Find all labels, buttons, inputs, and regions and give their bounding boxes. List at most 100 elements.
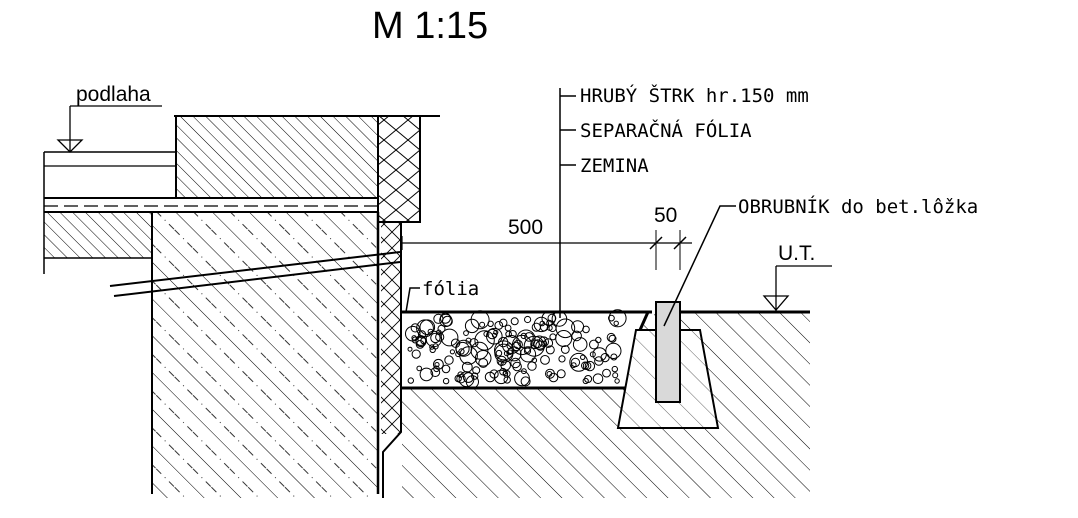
- gravel-stone: [548, 372, 559, 383]
- gravel-stone: [455, 351, 462, 358]
- gravel-stone: [472, 366, 481, 375]
- gravel-stone: [569, 352, 589, 372]
- gravel-stone: [508, 330, 517, 338]
- gravel-stone: [411, 349, 421, 359]
- gravel-stone: [584, 375, 593, 383]
- gravel-stone: [411, 335, 417, 341]
- gravel-stone: [494, 321, 504, 330]
- gravel-stone: [487, 320, 494, 327]
- label-curb: OBRUBNÍK do bet.lôžka: [738, 195, 978, 218]
- gravel-stone: [454, 374, 462, 383]
- curb-leader: OBRUBNÍK do bet.lôžka: [663, 195, 978, 327]
- gravel-stone: [541, 340, 548, 347]
- gravel-stone: [430, 332, 441, 344]
- gravel-stone: [547, 313, 557, 323]
- gravel-stone: [498, 360, 504, 366]
- gravel-stone: [608, 309, 627, 328]
- gravel-stone: [524, 332, 534, 342]
- gravel-stone: [520, 332, 527, 340]
- gravel-stone: [560, 345, 570, 354]
- gravel-stone: [430, 367, 441, 378]
- gravel-stone: [498, 336, 509, 348]
- gravel-stone: [570, 362, 577, 369]
- foil-line: [109, 251, 401, 297]
- gravel-stone: [545, 345, 555, 355]
- gravel-stone: [491, 332, 497, 338]
- gravel-stone: [433, 313, 444, 324]
- gravel-stone: [611, 365, 618, 373]
- floor-level-marker-icon: [56, 139, 84, 153]
- terrain-level: U.T.: [762, 242, 832, 312]
- label-separation: SEPARAČNÁ FÓLIA: [580, 118, 752, 142]
- scale-title: M 1:15: [372, 5, 488, 47]
- gravel-stone: [463, 372, 474, 383]
- gravel-stone: [507, 349, 513, 356]
- floor-slab: [43, 115, 440, 274]
- gravel-stone: [527, 361, 537, 371]
- foundation-wall: [151, 212, 380, 498]
- dimension-lines: 500 50: [401, 204, 692, 270]
- label-terrain: U.T.: [778, 242, 815, 265]
- gravel-stone: [589, 351, 596, 358]
- gravel-stone: [434, 362, 440, 368]
- gravel-stone: [470, 341, 489, 360]
- gravel-stone: [608, 314, 615, 322]
- upper-wall: [175, 116, 378, 198]
- terrain-level-marker-icon: [762, 295, 790, 311]
- dimension-50: 50: [654, 204, 677, 227]
- gravel-stone: [608, 334, 617, 343]
- gravel-stone: [549, 333, 557, 341]
- gravel-stone: [589, 339, 599, 350]
- gravel-stone: [479, 321, 486, 328]
- layer-leader: HRUBÝ ŠTRK hr.150 mm SEPARAČNÁ FÓLIA ZEM…: [559, 83, 809, 318]
- gravel-stone: [555, 318, 576, 339]
- gravel-stone: [510, 317, 519, 326]
- gravel-stone: [584, 360, 596, 372]
- wall-insulation-lower: [381, 222, 402, 498]
- gravel-stone: [474, 330, 495, 351]
- gravel-stone: [449, 349, 455, 355]
- gravel-stone: [503, 350, 510, 357]
- gravel-stone: [416, 365, 423, 372]
- gravel-stone: [613, 320, 619, 326]
- gravel-stone: [571, 330, 582, 342]
- gravel-stone: [503, 376, 511, 384]
- gravel-stone: [513, 339, 523, 350]
- gravel-fill: [402, 309, 652, 390]
- gravel-stone: [494, 343, 514, 363]
- gravel-stone: [505, 330, 512, 338]
- gravel-stone: [592, 347, 607, 362]
- gravel-stone: [523, 347, 532, 355]
- gravel-stone: [439, 313, 453, 327]
- gravel-stone: [512, 361, 522, 372]
- gravel-stone: [416, 319, 434, 338]
- gravel-stone: [606, 332, 616, 342]
- gravel-stone: [456, 374, 466, 384]
- gravel-stone: [487, 328, 498, 340]
- label-soil: ZEMINA: [580, 155, 649, 177]
- label-foil: fólia: [422, 278, 479, 300]
- gravel-stone: [556, 369, 566, 379]
- gravel-stone: [458, 348, 465, 355]
- gravel-stone: [533, 316, 550, 333]
- gravel-stone: [612, 372, 619, 379]
- gravel-stone: [538, 336, 550, 348]
- gravel-stone: [410, 323, 420, 333]
- gravel-stone: [411, 336, 419, 344]
- gravel-stone: [594, 356, 604, 366]
- gravel-stone: [592, 373, 604, 385]
- curb-bed: [616, 301, 810, 429]
- gravel-stone: [540, 355, 550, 365]
- gravel-stone: [582, 325, 590, 334]
- gravel-stone: [437, 324, 446, 333]
- gravel-stone: [429, 346, 436, 353]
- floor-leader: podlaha: [56, 83, 162, 153]
- gravel-stone: [407, 346, 413, 352]
- gravel-stone: [435, 332, 445, 342]
- gravel-stone: [520, 376, 531, 387]
- gravel-stone: [514, 370, 530, 387]
- gravel-stone: [558, 355, 566, 363]
- gravel-stone: [610, 353, 618, 361]
- gravel-stone: [572, 337, 588, 352]
